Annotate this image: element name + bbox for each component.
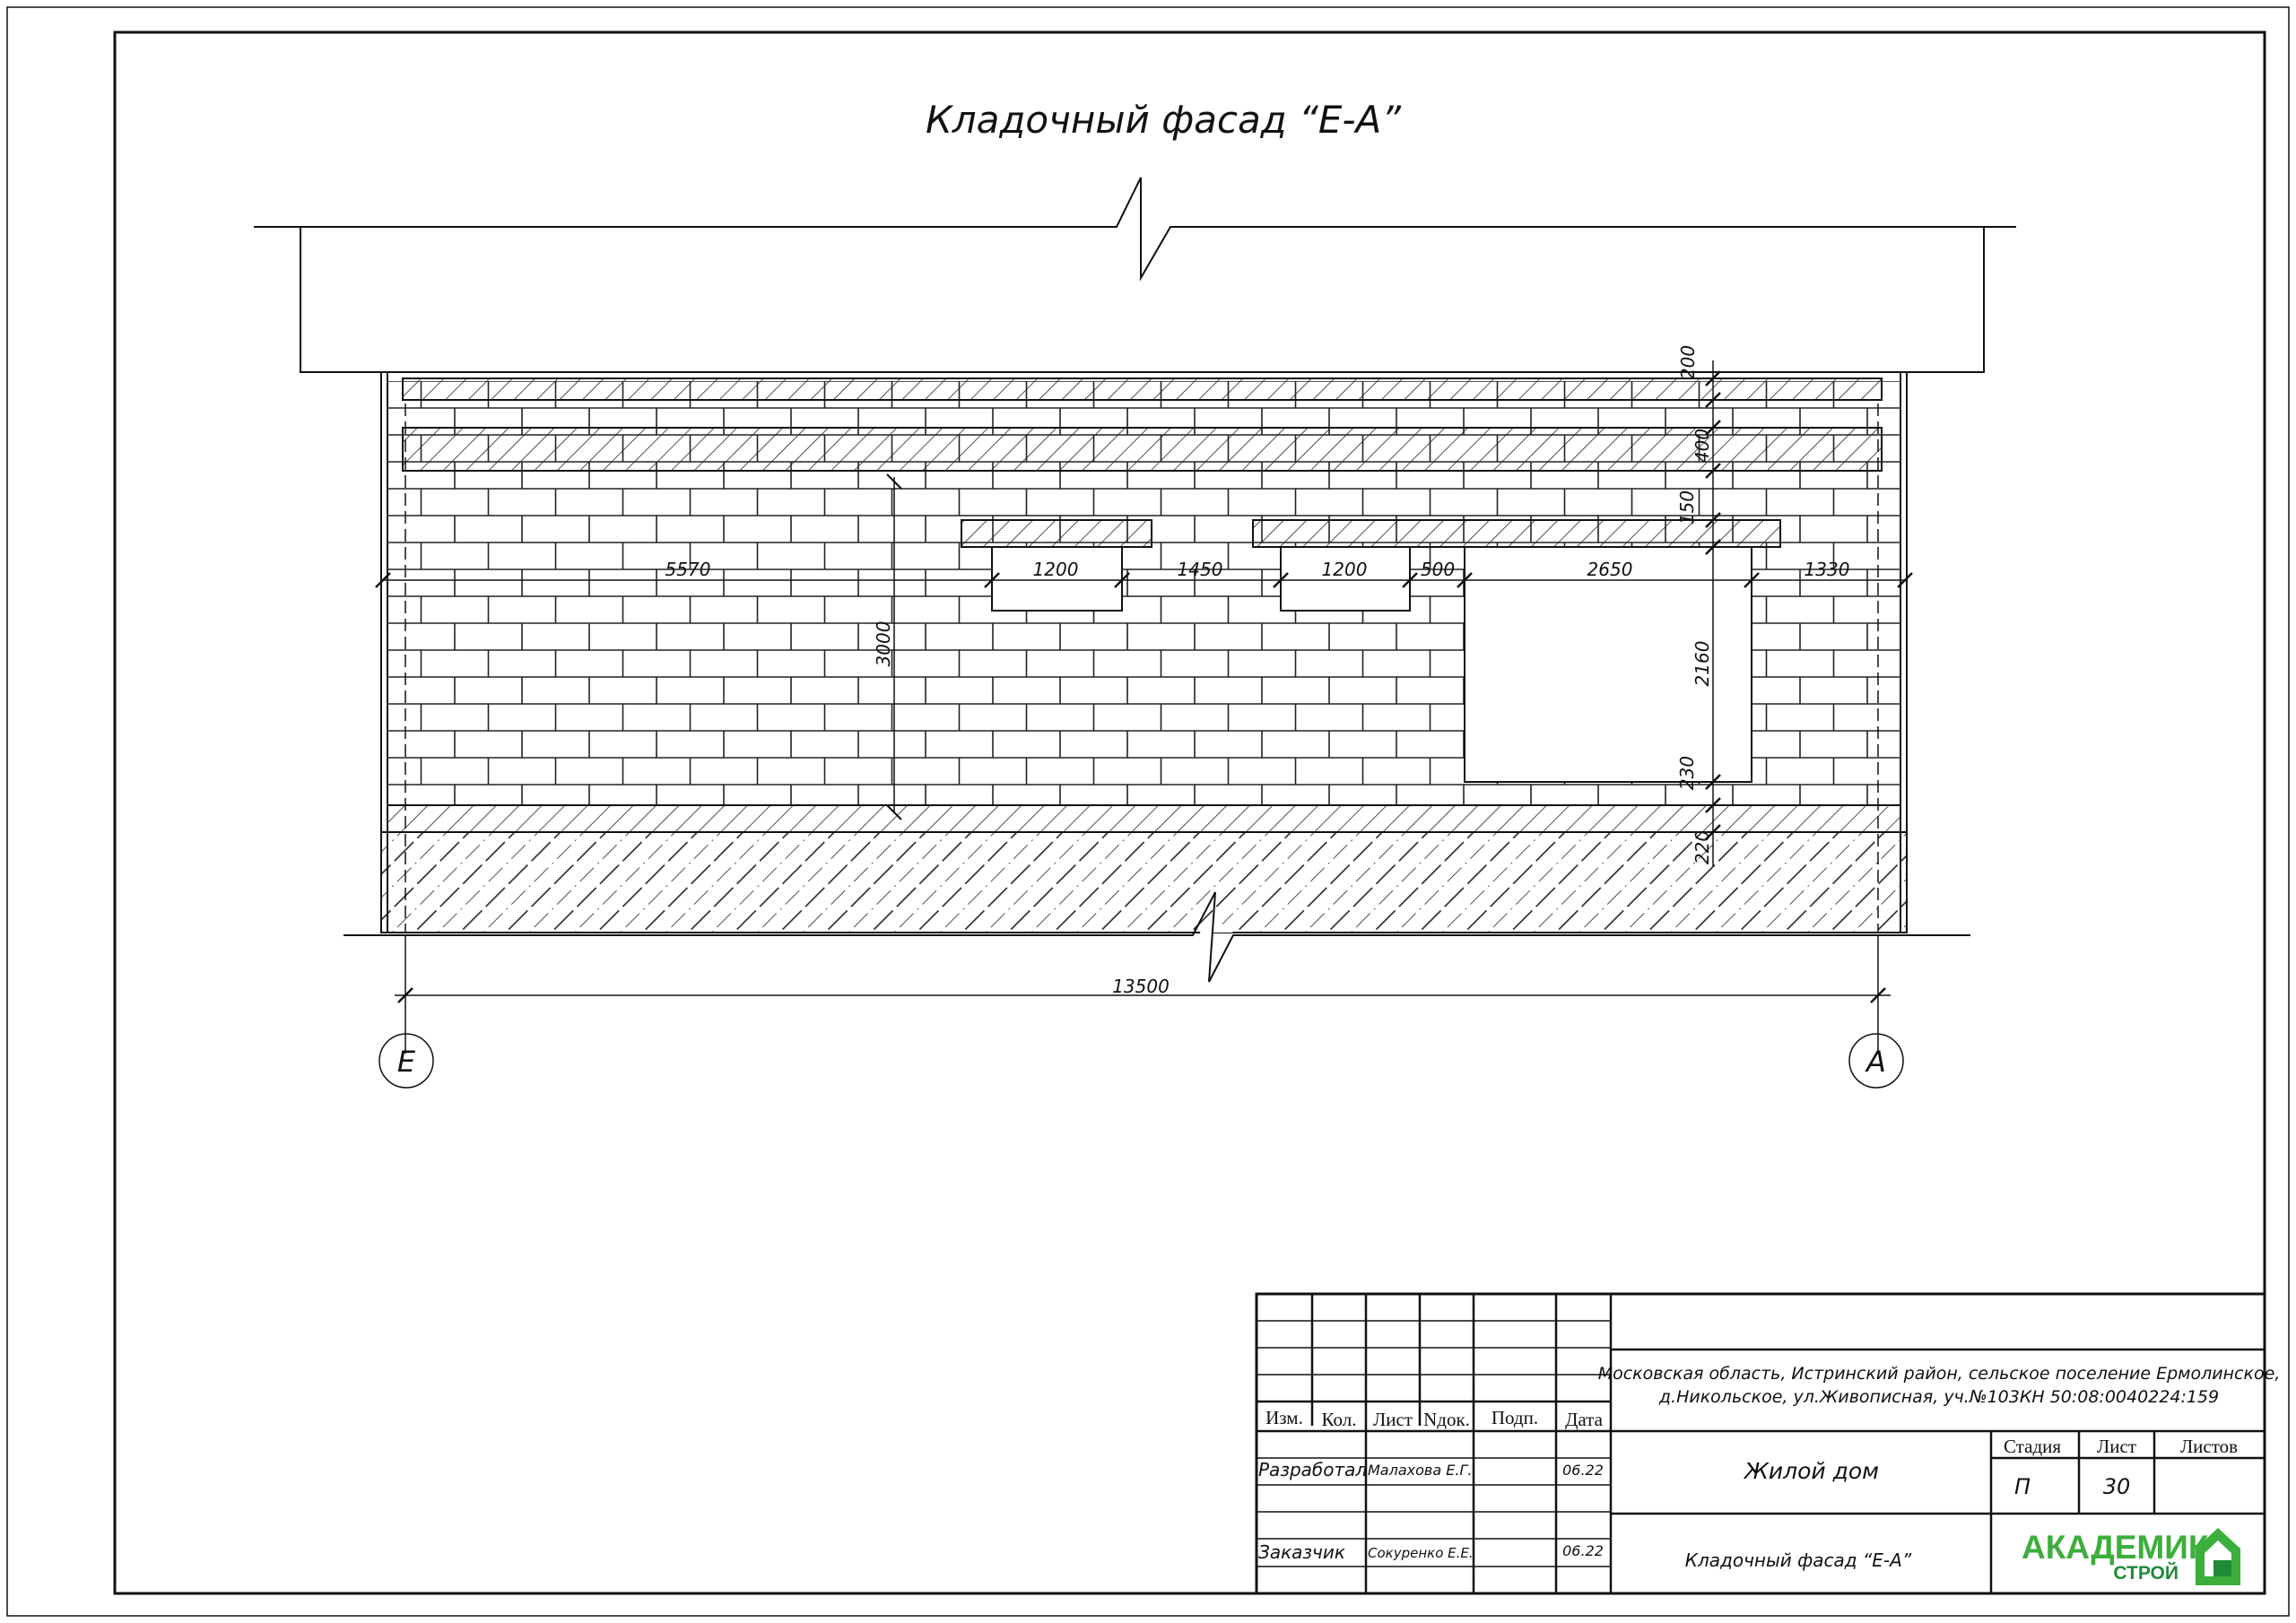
top-band-400	[402, 427, 1883, 472]
stamp-header-ndok: Nдок.	[1423, 1409, 1470, 1430]
bottom-band-230	[387, 804, 1901, 833]
vertical-dim-chain: 200 400 150 2160 230 220	[1676, 345, 1721, 866]
axis-marker-e: Е	[378, 1033, 434, 1089]
sheet-label: Лист	[2097, 1436, 2136, 1457]
dim-tick	[1705, 824, 1721, 840]
svg-text:А: А	[1865, 1045, 1886, 1079]
lintel-window-2-door	[1252, 519, 1781, 548]
logo-sub-text: СТРОЙ	[2113, 1562, 2179, 1584]
overall-dim-13500: 13500	[395, 935, 1891, 1054]
dim-500: 500	[1421, 559, 1455, 580]
dim-tick	[1273, 572, 1289, 588]
dim-3000: 3000	[873, 621, 894, 667]
dim-tick	[1402, 572, 1418, 588]
stamp-header-izm: Изм.	[1265, 1407, 1303, 1428]
outer-frame	[6, 6, 2290, 1617]
dim-230: 230	[1676, 756, 1698, 790]
axis-marker-a: А	[1848, 1033, 1904, 1089]
dim-1450: 1450	[1178, 559, 1223, 580]
title-block: Изм. Кол. Лист Nдок. Подп. Дата Разработ…	[1255, 1292, 2281, 1595]
address-line-2: д.Никольское, ул.Живописная, уч.№103КН 5…	[1658, 1387, 2219, 1407]
dim-400: 400	[1692, 429, 1713, 463]
dim-tick	[1705, 512, 1721, 528]
dim-tick	[984, 572, 1000, 588]
stamp-header-data: Дата	[1565, 1409, 1604, 1430]
dim-tick	[1705, 370, 1721, 386]
dim-200: 200	[1677, 345, 1699, 379]
customer-name: Сокуренко Е.Е.	[1368, 1545, 1474, 1561]
dim-tick	[1705, 463, 1721, 479]
door-opening	[1464, 546, 1752, 783]
stage-label: Стадия	[2004, 1436, 2061, 1457]
dim-5570: 5570	[665, 559, 711, 580]
company-logo: АКАДЕМИК СТРОЙ	[2022, 1528, 2240, 1585]
lintel-window-1	[961, 519, 1152, 548]
window-opening-2	[1280, 546, 1411, 612]
stamp-header-kol: Кол.	[1322, 1409, 1357, 1430]
svg-text:Е: Е	[397, 1045, 416, 1079]
stage-value: П	[2014, 1474, 2031, 1499]
dim-tick	[1705, 774, 1721, 790]
dim-1200-b: 1200	[1322, 559, 1368, 580]
dim-13500: 13500	[1112, 976, 1170, 997]
developer-role: Разработал	[1258, 1459, 1367, 1480]
sheets-label: Листов	[2180, 1436, 2238, 1457]
vertical-dim-3000: 3000	[873, 473, 902, 820]
logo-main-text: АКАДЕМИК	[2022, 1529, 2209, 1566]
dim-tick	[1457, 572, 1473, 588]
dim-1200-a: 1200	[1033, 559, 1079, 580]
dim-1330: 1330	[1805, 559, 1850, 580]
dim-150: 150	[1676, 490, 1698, 525]
dim-tick	[1744, 572, 1760, 588]
address-line-1: Московская область, Истринский район, се…	[1598, 1364, 2281, 1384]
drawing-title: Кладочный фасад “Е-А”	[926, 98, 1402, 142]
dim-2160: 2160	[1692, 641, 1713, 687]
dim-tick	[1705, 392, 1721, 408]
stamp-header-list: Лист	[1373, 1409, 1413, 1430]
dim-tick	[1705, 797, 1721, 813]
sheet-value: 30	[2103, 1474, 2131, 1499]
developer-name: Малахова Е.Г.	[1368, 1462, 1472, 1479]
roof-slab	[254, 177, 2016, 373]
sheet-title: Кладочный фасад “Е-А”	[1685, 1549, 1912, 1571]
inner-frame	[113, 30, 2266, 1595]
dim-220: 220	[1692, 830, 1713, 864]
dim-tick	[1897, 572, 1913, 588]
stamp-header-podp: Подп.	[1492, 1407, 1538, 1428]
top-band-200	[402, 378, 1883, 401]
object-name: Жилой дом	[1743, 1458, 1879, 1484]
dim-tick	[1114, 572, 1130, 588]
dim-tick	[375, 572, 391, 588]
foundation-break	[1200, 924, 1233, 982]
foundation	[380, 831, 1908, 933]
horizontal-dim-chain: 5570 1200 1450 1200 500 2650 1330	[375, 559, 1913, 588]
customer-date: 06.22	[1562, 1542, 1604, 1559]
dim-tick	[1705, 539, 1721, 555]
house-icon	[2196, 1528, 2240, 1585]
developer-date: 06.22	[1562, 1462, 1604, 1479]
customer-role: Заказчик	[1258, 1541, 1345, 1563]
dim-2650: 2650	[1587, 559, 1633, 580]
dim-tick	[1705, 420, 1721, 436]
